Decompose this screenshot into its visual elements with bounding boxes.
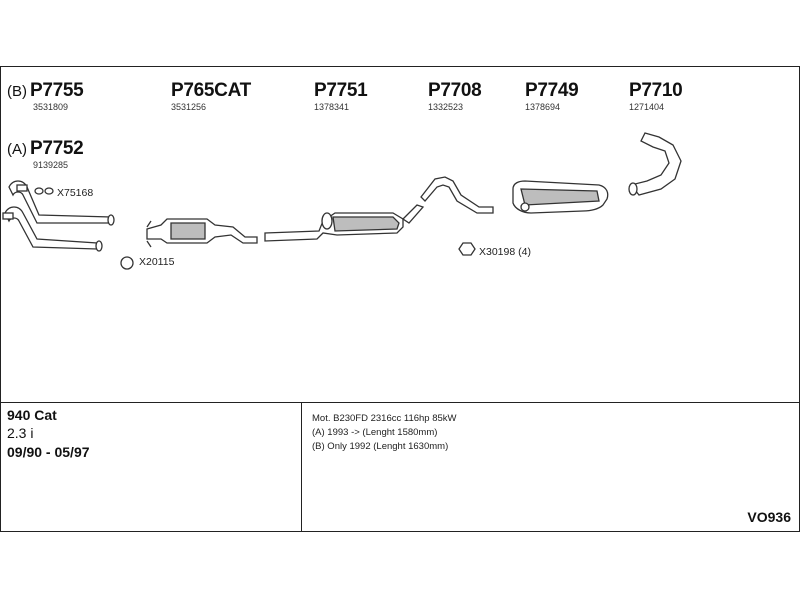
note-variant-a: (A) 1993 -> (Lenght 1580mm): [312, 427, 438, 438]
oe-number: 9139285: [33, 160, 69, 170]
accessory-x30198[interactable]: X30198 (4): [479, 246, 531, 258]
catalytic-converter-drawing[interactable]: [146, 218, 258, 248]
part-p7752[interactable]: (A)P7752 9139285: [7, 138, 84, 170]
oe-number: 1332523: [428, 102, 464, 112]
variant-label: (B): [7, 83, 27, 100]
model-years: 09/90 - 05/97: [7, 444, 90, 460]
part-p7710[interactable]: P7710 1271404: [629, 80, 683, 112]
horizontal-divider: [1, 402, 799, 403]
part-p7755[interactable]: (B)P7755 3531809: [7, 80, 84, 112]
model-engine: 2.3 i: [7, 425, 34, 441]
accessory-x20115[interactable]: X20115: [139, 256, 175, 268]
part-number: P7749: [525, 80, 579, 101]
part-p7751[interactable]: P7751 1378341: [314, 80, 368, 112]
model-name: 940 Cat: [7, 407, 57, 423]
accessory-x75168[interactable]: X75168: [57, 187, 94, 199]
rear-silencer-drawing[interactable]: [512, 180, 609, 214]
part-number: P7708: [428, 80, 482, 101]
part-p765cat[interactable]: P765CAT 3531256: [171, 81, 251, 112]
clamp-x30198-drawing[interactable]: [458, 242, 476, 256]
reference-code: VO936: [747, 509, 791, 525]
vehicle-info: 940 Cat 2.3 i 09/90 - 05/97: [7, 407, 90, 460]
part-p7749[interactable]: P7749 1378694: [525, 80, 579, 112]
part-number: P7710: [629, 80, 683, 101]
intermediate-pipe-drawing[interactable]: [420, 176, 494, 214]
gasket-x75168-drawing[interactable]: [34, 187, 54, 195]
part-p7708[interactable]: P7708 1332523: [428, 80, 482, 112]
ring-x20115-drawing[interactable]: [120, 256, 134, 270]
diagram-frame: (B)P7755 3531809 P765CAT 3531256 P7751 1…: [0, 66, 800, 532]
middle-silencer-drawing[interactable]: [264, 204, 425, 242]
oe-number: 3531256: [171, 102, 207, 112]
note-variant-b: (B) Only 1992 (Lenght 1630mm): [312, 441, 449, 452]
part-number: P765CAT: [171, 80, 251, 101]
part-number: P7752: [30, 138, 84, 159]
vertical-divider: [301, 402, 302, 532]
part-number: P7751: [314, 80, 368, 101]
exhaust-system-drawing: [2, 132, 682, 270]
oe-number: 3531809: [33, 102, 69, 112]
tail-pipe-drawing[interactable]: [628, 132, 682, 196]
note-engine: Mot. B230FD 2316cc 116hp 85kW: [312, 413, 457, 424]
notes-block: Mot. B230FD 2316cc 116hp 85kW (A) 1993 -…: [312, 412, 457, 454]
oe-number: 1271404: [629, 102, 665, 112]
oe-number: 1378341: [314, 102, 350, 112]
variant-label: (A): [7, 141, 27, 158]
oe-number: 1378694: [525, 102, 561, 112]
front-pipe-drawing[interactable]: [2, 180, 115, 252]
part-number: P7755: [30, 80, 84, 101]
